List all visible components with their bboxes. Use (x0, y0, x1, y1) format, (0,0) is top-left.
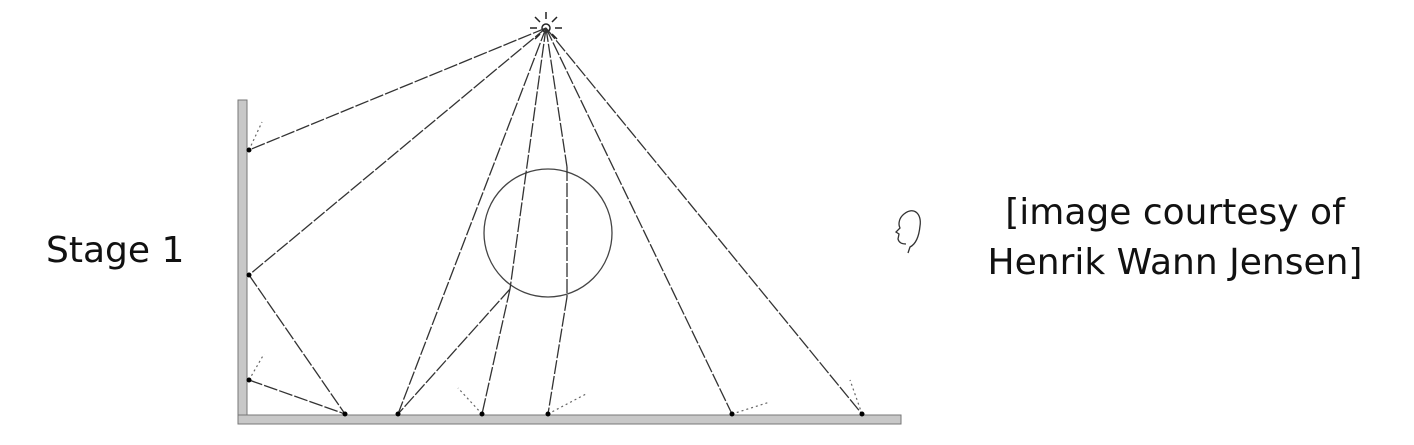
photon-path (397, 27, 547, 415)
floor (237, 414, 902, 425)
photon-path (248, 379, 346, 415)
photon-path (248, 274, 346, 415)
photon-hit-point (729, 411, 735, 417)
credit-line-2: Henrik Wann Jensen] (987, 242, 1363, 283)
photon-hit-points (246, 147, 865, 417)
photon-paths (248, 27, 863, 415)
photon-path (397, 288, 511, 415)
photon-path (481, 288, 511, 415)
credit-line-1: [image courtesy of (1005, 192, 1345, 233)
left-wall (237, 99, 248, 423)
photon-hit-point (342, 411, 348, 417)
photon-hit-point (545, 411, 551, 417)
photon-hit-point (859, 411, 865, 417)
photon-hit-point (246, 147, 252, 153)
light-source-icon (530, 12, 562, 40)
photon-hit-point (395, 411, 401, 417)
photon-path (545, 27, 733, 415)
photon-hit-point (246, 272, 252, 278)
photon-path (547, 296, 568, 415)
photon-hit-point (479, 411, 485, 417)
photon-path (248, 27, 547, 151)
photon-path (509, 27, 547, 290)
photon-hit-point (246, 377, 252, 383)
stage-label: Stage 1 (46, 230, 185, 271)
absorbed-photon-ticks (248, 121, 863, 415)
image-credit: [image courtesy of Henrik Wann Jensen] (980, 188, 1370, 288)
sphere (483, 168, 613, 298)
photon-path (545, 27, 863, 415)
photon-path (248, 27, 547, 276)
viewer-head-icon (894, 210, 921, 254)
photon-path (545, 27, 568, 168)
